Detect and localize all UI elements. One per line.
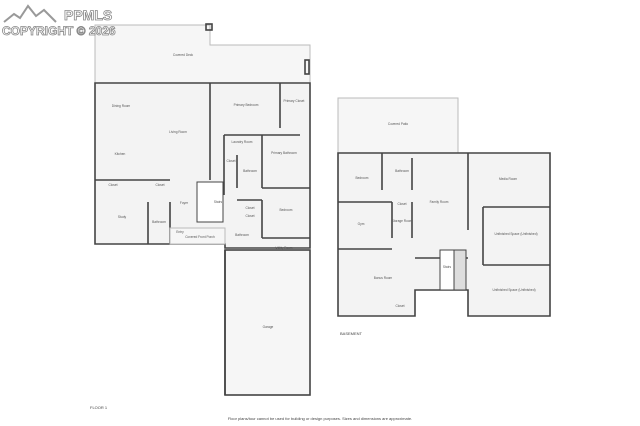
room-label: Closet — [245, 214, 254, 218]
room-label: Family Room — [430, 200, 449, 204]
mountain-logo-icon — [3, 4, 57, 23]
room-label: Covered Front Porch — [185, 235, 215, 239]
room-label: Unfinished Space (Unfinished) — [494, 232, 537, 236]
room-label: Stairs — [443, 265, 452, 269]
room-label: Garage — [263, 325, 274, 329]
room-label: Media Room — [499, 177, 517, 181]
room-label: Closet — [108, 183, 117, 187]
room-label: Closet — [155, 183, 164, 187]
room-label: Study — [118, 215, 127, 219]
room-label: Living Room — [169, 130, 187, 134]
watermark-copyright: COPYRIGHT © 2026 — [2, 24, 116, 38]
room-label: Storage Room — [392, 219, 413, 223]
room-label: Gym — [358, 222, 365, 226]
basement: Covered Patio Bedroom Bathroom Closet Fa… — [337, 97, 551, 336]
covered-deck — [94, 24, 311, 84]
room-label: Closet — [395, 304, 404, 308]
room-label: Primary Bathroom — [271, 151, 297, 155]
room-label: Entry — [176, 230, 184, 234]
covered-patio — [337, 97, 459, 154]
room-label: Bathroom — [243, 169, 257, 173]
ppmls-logo: PPMLS COPYRIGHT © 2026 — [2, 4, 116, 38]
basement-label: BASEMENT — [340, 331, 363, 336]
floor-1: Covered Deck Dining Room Living Room Kit… — [90, 23, 311, 410]
room-label: Bathroom — [152, 220, 166, 224]
room-label: Dining Room — [112, 104, 131, 108]
room-label: Primary Bedroom — [234, 103, 259, 107]
room-label: Closet — [397, 202, 406, 206]
stairs-floor1 — [196, 181, 224, 223]
room-label: Laundry Room — [232, 140, 253, 144]
room-label: Bathroom — [395, 169, 409, 173]
room-label: Bedroom — [356, 176, 369, 180]
room-label: Bonus Room — [374, 276, 393, 280]
covered-front-porch — [169, 227, 226, 245]
room-label: Bathroom — [235, 233, 249, 237]
room-label: Foyer — [180, 201, 189, 205]
watermark-brand: PPMLS — [64, 7, 112, 23]
garage — [224, 249, 311, 396]
room-label: Covered Deck — [173, 53, 194, 57]
room-label: Bedroom — [280, 208, 293, 212]
stairs-basement — [439, 249, 455, 291]
disclaimer: Floor plans/tour cannot be used for buil… — [228, 416, 412, 421]
room-label: Closet — [245, 206, 254, 210]
room-label: Covered Patio — [388, 122, 408, 126]
room-label: Primary Closet — [284, 99, 305, 103]
room-label: Utility Room — [275, 246, 293, 250]
room-label: Unfinished Space (Unfinished) — [492, 288, 535, 292]
room-label: Closet — [226, 159, 235, 163]
floor-1-label: FLOOR 1 — [90, 405, 108, 410]
room-label: Kitchen — [115, 152, 126, 156]
room-label: Stairs — [214, 200, 223, 204]
